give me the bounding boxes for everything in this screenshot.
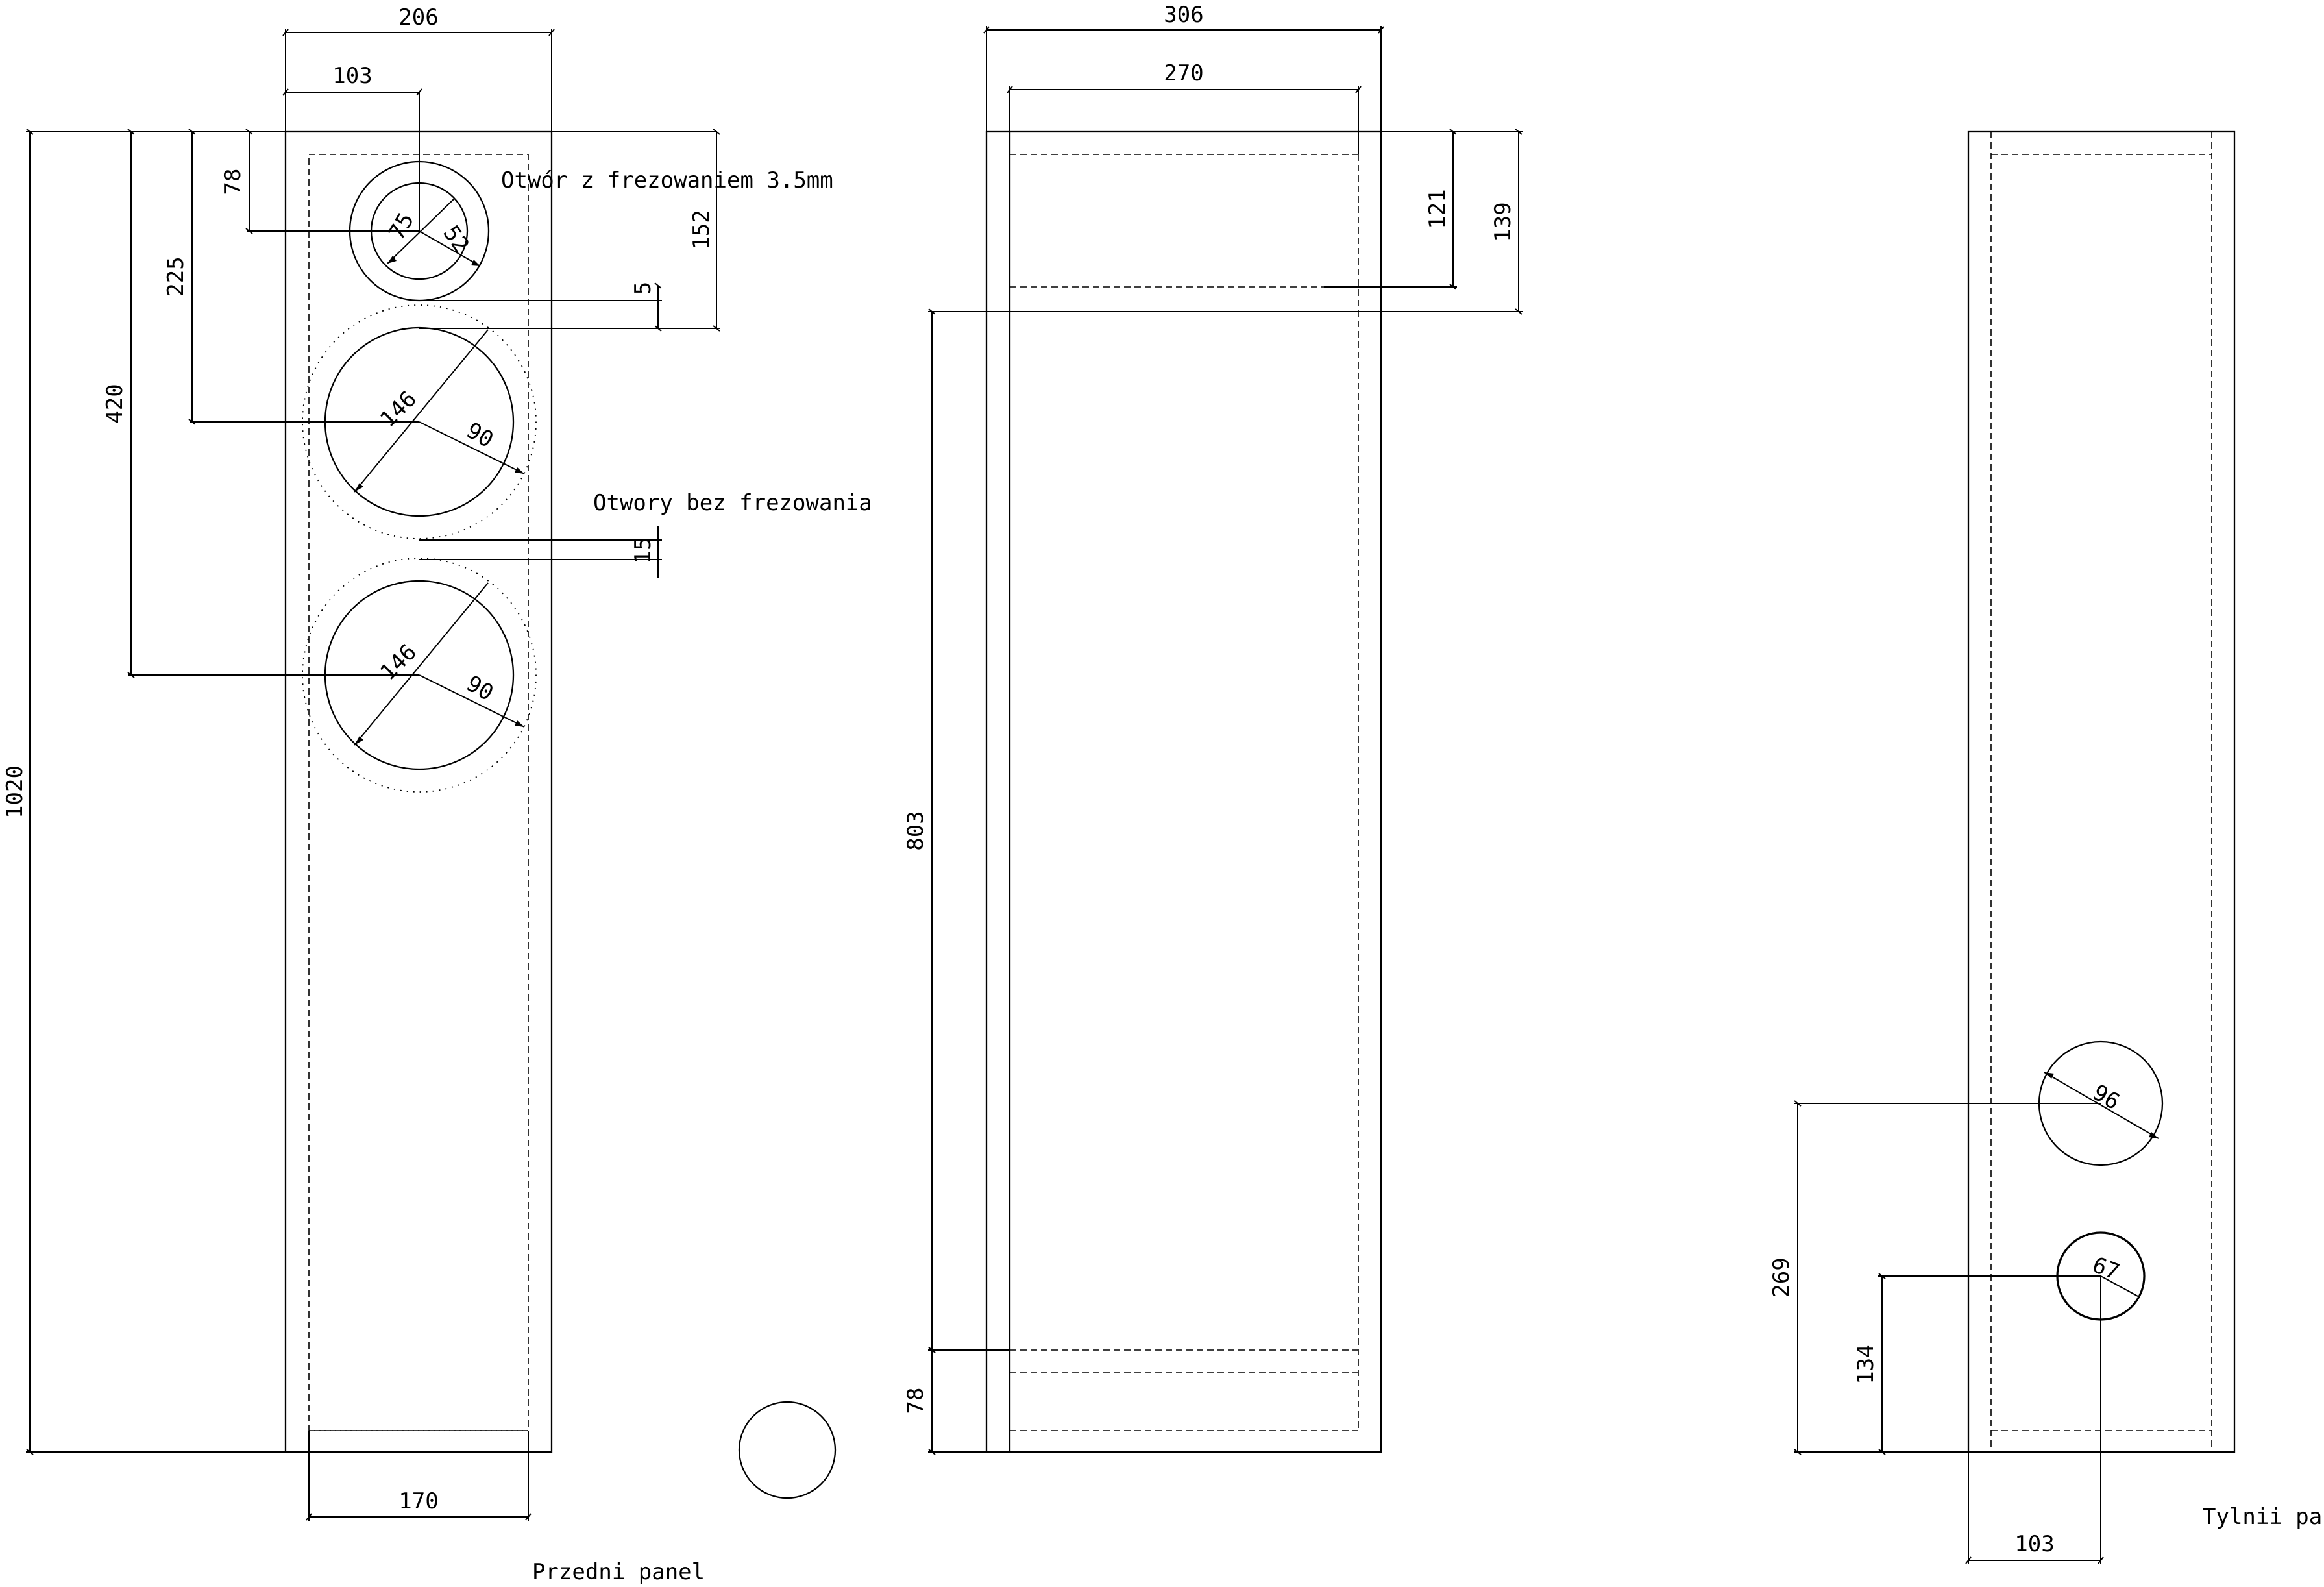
woofer1-dia-line-2 xyxy=(419,421,525,474)
terminal-height-dim: 134 xyxy=(1853,1344,1879,1384)
front-panel-outline xyxy=(284,130,553,1453)
back-center-dim: 103 xyxy=(2014,1531,2054,1557)
woofer1-center-dim: 225 xyxy=(163,256,189,296)
front-panel-title: Przedni panel xyxy=(532,1559,705,1585)
tweeter-outer-dia-label: 75 xyxy=(384,208,419,244)
tweeter-gap-dim: 5 xyxy=(630,282,656,295)
port-height-dim: 269 xyxy=(1768,1257,1794,1297)
side-upper-brace-lower-dim: 139 xyxy=(1490,202,1516,241)
tweeter-zone-dim: 152 xyxy=(689,210,715,249)
bass-port-dia-line xyxy=(2044,1072,2159,1139)
bass-port-dia-label: 96 xyxy=(2088,1079,2124,1115)
tweeter-dia-line-2 xyxy=(419,230,481,267)
woofer2-dia-line-1 xyxy=(354,582,489,746)
woofer1-dia-line-1 xyxy=(354,329,489,493)
side-inner-width-dim: 270 xyxy=(1164,60,1203,86)
tweeter-dia-line-1 xyxy=(387,198,455,264)
front-half-width-dim: 103 xyxy=(332,63,372,89)
front-height-dim: 1020 xyxy=(2,765,28,818)
woofer-gap-dim: 15 xyxy=(630,537,656,564)
woofer2-routing-circle xyxy=(302,558,537,793)
loose-circle xyxy=(738,1401,837,1499)
terminal-dia-line xyxy=(2100,1275,2140,1298)
woofer1-outer-dia-label: 146 xyxy=(375,386,422,433)
front-panel-view: 75 52 146 90 146 90 206 103 170 xyxy=(2,5,872,1585)
woofer1-inner-dia-label: 90 xyxy=(462,417,498,453)
routed-hole-note: Otwór z frezowaniem 3.5mm xyxy=(501,167,833,193)
woofer2-center-dim: 420 xyxy=(102,384,128,423)
side-upper-brace-dim: 121 xyxy=(1425,189,1450,228)
side-panel-outline xyxy=(985,130,1382,1453)
front-panel-inner-outline xyxy=(308,154,529,1431)
front-inner-width-dim: 170 xyxy=(398,1488,438,1514)
terminal-dia-label: 67 xyxy=(2089,1252,2123,1286)
woofer2-outer-dia-label: 146 xyxy=(375,639,422,686)
side-base-dim: 78 xyxy=(903,1388,929,1414)
tweeter-center-dim: 78 xyxy=(220,169,246,195)
woofer2-inner-dia-label: 90 xyxy=(462,670,498,706)
side-panel-view: 306 270 121 139 803 78 xyxy=(903,2,1523,1455)
tweeter-inner-dia-label: 52 xyxy=(438,221,474,257)
plain-holes-note: Otwory bez frezowania xyxy=(593,490,872,516)
front-width-dim: 206 xyxy=(398,5,438,31)
woofer2-dia-line-2 xyxy=(419,674,525,728)
back-panel-view: 96 67 269 134 103 Tylnii panel xyxy=(1768,130,2324,1564)
woofer1-routing-circle xyxy=(302,304,537,539)
side-width-dim: 306 xyxy=(1164,2,1203,28)
side-chamber-dim: 803 xyxy=(903,811,929,850)
back-panel-title: Tylnii panel xyxy=(2203,1504,2324,1530)
